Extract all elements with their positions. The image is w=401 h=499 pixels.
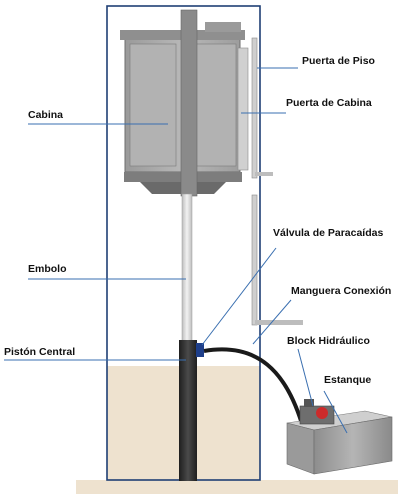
oil-tank <box>286 410 393 475</box>
label-piston: Pistón Central <box>4 346 75 358</box>
rupture-valve <box>196 343 204 357</box>
leader-estanque <box>323 390 348 434</box>
leader-block <box>297 348 314 407</box>
leader-valvula <box>201 247 277 346</box>
label-puerta-cabina: Puerta de Cabina <box>286 97 372 109</box>
label-cabina: Cabina <box>28 109 63 121</box>
central-column <box>180 9 198 197</box>
label-puerta-piso: Puerta de Piso <box>302 55 375 67</box>
central-cylinder <box>179 340 197 481</box>
hydraulic-block <box>299 399 335 425</box>
plunger-rod <box>181 193 193 343</box>
label-embolo: Embolo <box>28 263 67 275</box>
label-manguera: Manguera Conexión <box>291 285 391 297</box>
label-valvula: Válvula de Paracaídas <box>273 227 383 239</box>
landing-door <box>251 37 303 326</box>
label-estanque: Estanque <box>324 374 371 386</box>
leader-manguera <box>252 299 292 345</box>
connection-hose <box>203 347 304 425</box>
label-block: Block Hidráulico <box>287 335 370 347</box>
